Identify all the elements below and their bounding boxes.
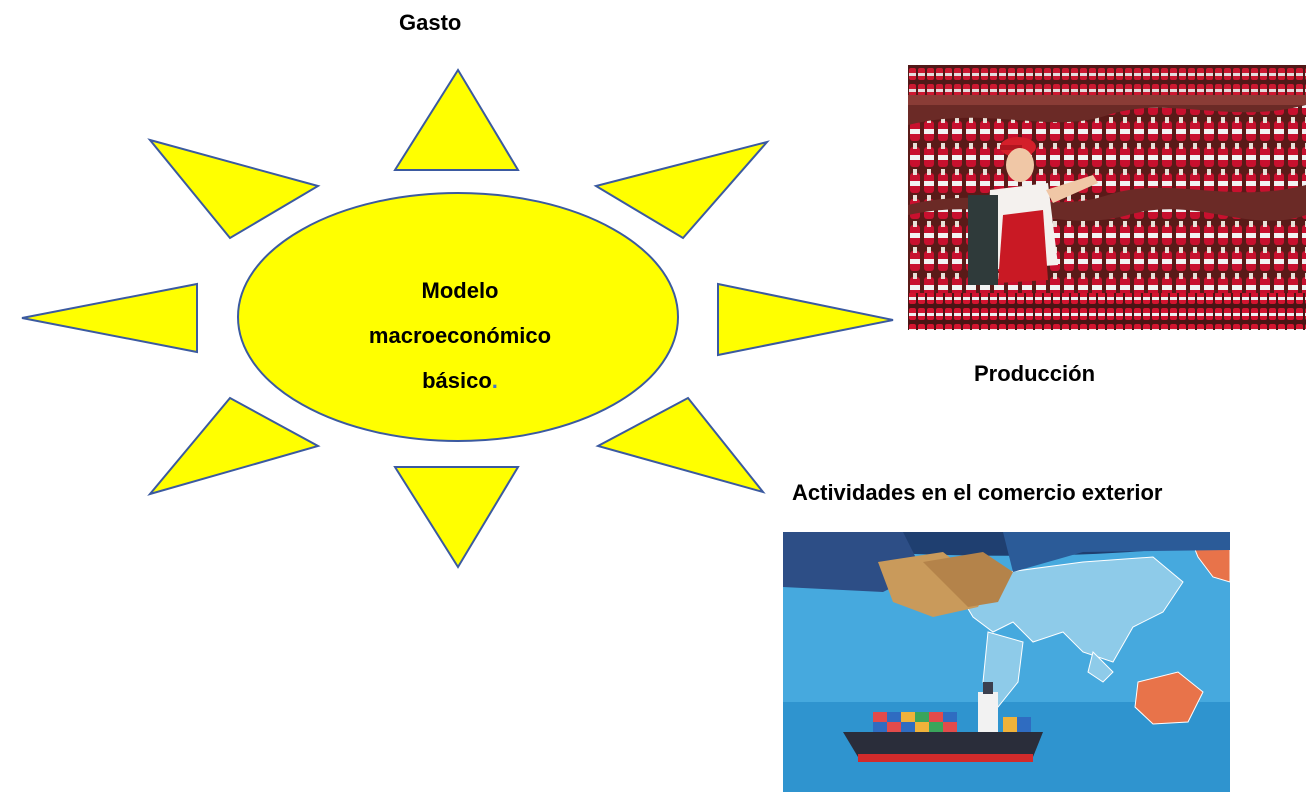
label-comercio-exterior: Actividades en el comercio exterior — [792, 480, 1163, 505]
sun-core-ellipse — [237, 192, 679, 442]
sun-diagram — [21, 68, 894, 569]
label-produccion: Producción — [974, 361, 1096, 386]
production-photo — [908, 65, 1306, 330]
sun-ray-top — [393, 68, 520, 171]
center-trailing-dot: . — [491, 368, 498, 393]
label-gasto: Gasto — [399, 10, 462, 35]
center-line-2: macroeconómico — [368, 323, 552, 348]
sun-ray-top-left — [147, 138, 321, 240]
sun-ray-top-right — [593, 140, 770, 240]
sun-ray-bottom — [393, 466, 520, 569]
center-line-3: básico — [422, 368, 492, 393]
sun-ray-bottom-left — [147, 396, 321, 496]
center-line-1: Modelo — [421, 278, 499, 303]
sun-ray-left — [21, 282, 198, 354]
sun-ray-bottom-right — [595, 396, 766, 494]
center-title: Modelo macroeconómico básico. — [330, 268, 590, 403]
sun-ray-right — [717, 282, 894, 357]
trade-illustration — [783, 532, 1230, 792]
